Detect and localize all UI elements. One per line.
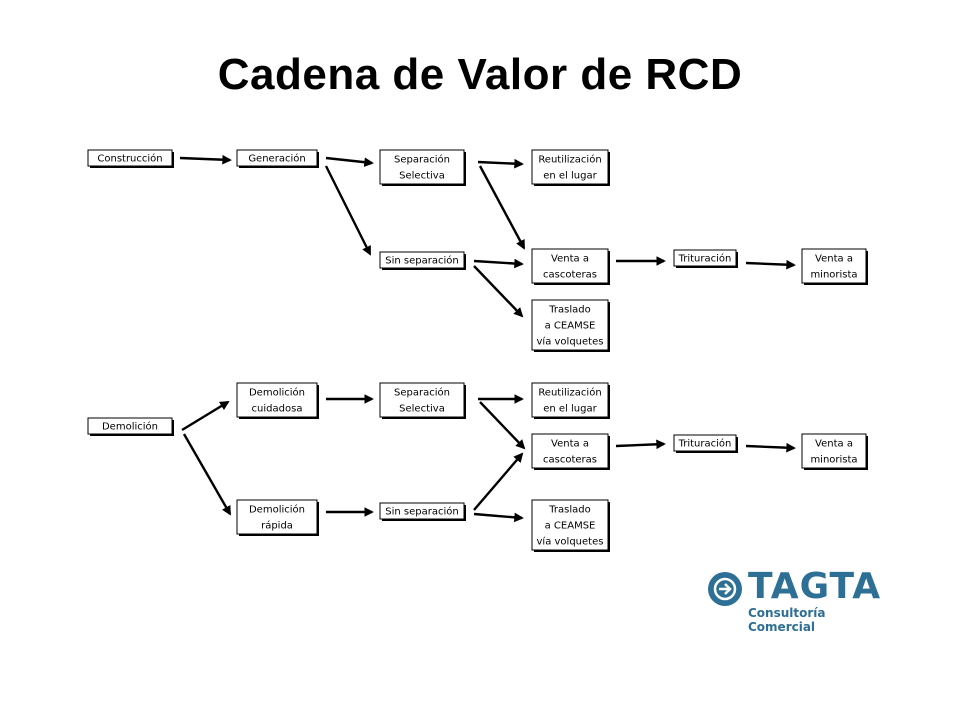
tagta-logo: TAGTA Consultoría Comercial bbox=[708, 566, 888, 634]
box-label-line: Traslado bbox=[548, 305, 590, 316]
box-label-line: Trituración bbox=[678, 253, 732, 265]
box-venta-cascoteras-bottom: Venta a cascoteras bbox=[531, 433, 610, 470]
box-label-line: Construcción bbox=[97, 153, 162, 165]
box-venta-minorista-bottom: Venta a minorista bbox=[801, 433, 868, 470]
arrow-generacion-sin-separacion bbox=[324, 165, 372, 256]
box-venta-minorista-top: Venta a minorista bbox=[801, 248, 868, 285]
box-label-line: en el lugar bbox=[543, 404, 597, 415]
box-reutilizacion-top: Reutilización en el lugar bbox=[531, 149, 610, 186]
box-label-line: Sin separación bbox=[385, 255, 458, 267]
box-label-line: Venta a bbox=[551, 254, 589, 265]
box-label-line: Sin separación bbox=[385, 506, 458, 518]
slide-title: Cadena de Valor de RCD bbox=[217, 50, 743, 99]
box-label-line: vía volquetes bbox=[537, 336, 604, 348]
arrow-demolicion-cuidadosa bbox=[181, 400, 230, 432]
box-traslado-bottom: Traslado a CEAMSE vía volquetes bbox=[531, 499, 610, 552]
box-traslado-top: Traslado a CEAMSE vía volquetes bbox=[531, 299, 610, 352]
box-label-line: Demolición bbox=[249, 504, 305, 516]
arrow-sin-separacion-venta bbox=[473, 258, 524, 269]
arrow-venta-trituracion-b bbox=[615, 439, 666, 450]
box-demolicion: Demolición bbox=[87, 417, 174, 436]
box-demolicion-rapida: Demolición rápida bbox=[236, 499, 319, 536]
box-label-line: rápida bbox=[261, 520, 293, 532]
box-reutilizacion-bottom: Reutilización en el lugar bbox=[531, 382, 610, 419]
arrow-construccion-generacion bbox=[179, 154, 232, 165]
box-label-line: Venta a bbox=[815, 439, 853, 450]
arrow-trituracion-minorista-b bbox=[745, 442, 796, 453]
box-label-line: Traslado bbox=[548, 505, 590, 516]
arrow-generacion-separacion bbox=[325, 156, 374, 167]
box-label-line: en el lugar bbox=[543, 171, 597, 182]
box-construccion: Construcción bbox=[87, 149, 174, 168]
box-label-line: Venta a bbox=[815, 254, 853, 265]
box-demolicion-cuidadosa: Demolición cuidadosa bbox=[236, 382, 319, 419]
box-label-line: a CEAMSE bbox=[545, 521, 596, 532]
box-label-line: Reutilización bbox=[538, 154, 601, 166]
arrow-sin-separacion-traslado-b bbox=[473, 512, 524, 523]
box-sin-separacion-bottom: Sin separación bbox=[379, 502, 466, 521]
box-label-line: Generación bbox=[248, 153, 305, 165]
arrow-circle-icon bbox=[708, 572, 742, 606]
logo-brand: TAGTA bbox=[748, 566, 882, 607]
logo-tagline: Consultoría Comercial bbox=[748, 606, 826, 634]
box-label-line: Separación bbox=[394, 387, 450, 399]
box-label-line: a CEAMSE bbox=[545, 321, 596, 332]
arrow-sin-separacion-venta-b bbox=[473, 452, 524, 511]
box-label-line: cascoteras bbox=[543, 455, 597, 466]
box-label-line: Trituración bbox=[678, 438, 732, 450]
box-label-line: Venta a bbox=[551, 439, 589, 450]
arrow-trituracion-minorista bbox=[745, 259, 796, 270]
box-label-line: Selectiva bbox=[399, 404, 445, 415]
arrow-separacion-reutilizacion bbox=[477, 158, 524, 169]
box-label-line: minorista bbox=[810, 270, 857, 281]
box-trituracion-bottom: Trituración bbox=[673, 434, 738, 453]
box-venta-cascoteras-top: Venta a cascoteras bbox=[531, 248, 610, 285]
arrow-demolicion-rapida bbox=[182, 433, 232, 516]
box-label-line: Demolición bbox=[102, 421, 158, 433]
box-label-line: Demolición bbox=[249, 387, 305, 399]
box-sin-separacion-top: Sin separación bbox=[379, 251, 466, 270]
box-label-line: Selectiva bbox=[399, 171, 445, 182]
arrow-separacion-venta bbox=[478, 165, 526, 250]
box-generacion: Generación bbox=[236, 149, 319, 168]
box-label-line: cuidadosa bbox=[252, 404, 303, 415]
box-label-line: minorista bbox=[810, 455, 857, 466]
box-label-line: cascoteras bbox=[543, 270, 597, 281]
arrow-separacion-venta-b bbox=[479, 401, 526, 450]
box-label-line: Reutilización bbox=[538, 387, 601, 399]
box-trituracion-top: Trituración bbox=[673, 249, 738, 268]
box-label-line: Separación bbox=[394, 154, 450, 166]
box-label-line: vía volquetes bbox=[537, 536, 604, 548]
arrow-sin-separacion-traslado bbox=[473, 265, 524, 318]
